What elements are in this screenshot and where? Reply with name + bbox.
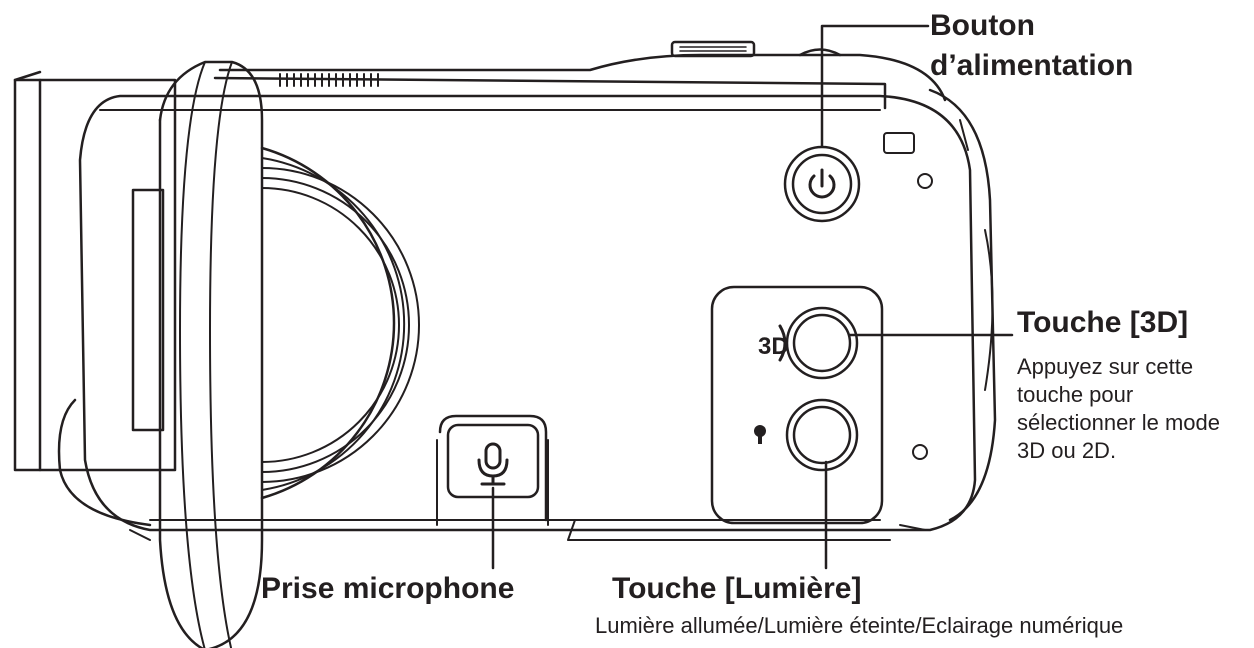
light-bulb-icon [754,425,766,444]
light-button [754,398,859,472]
speaker-grille [279,73,379,87]
top-controls [670,40,842,58]
light-button-label: Touche [Lumière] [612,572,862,605]
3d-button-label: Touche [3D] [1017,306,1189,339]
power-button-label: Bouton d’alimentation [930,6,1133,86]
3d-button: 3D [758,306,859,380]
button-panel [710,285,884,525]
power-leader-line [820,24,930,148]
power-button-label-line1: Bouton [930,9,1035,42]
power-button-label-line2: d’alimentation [930,49,1134,82]
microphone-icon [477,442,509,486]
power-icon [808,168,836,199]
power-button [783,145,861,223]
camcorder-body [57,53,997,541]
status-indicators [883,132,933,460]
3d-button-description: Appuyez sur cette touche pour sélectionn… [1017,354,1221,463]
microphone-jack-label: Prise microphone [261,572,515,605]
lcd-panel [131,60,420,648]
light-button-description: Lumière allumée/Lumière éteinte/Eclairag… [595,613,1124,638]
lens-barrel [13,70,177,472]
leader-lines [491,24,1014,570]
